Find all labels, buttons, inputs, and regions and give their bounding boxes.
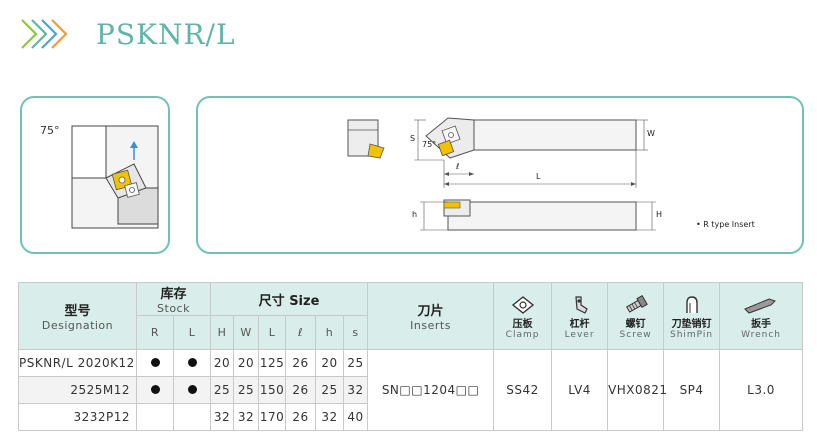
clamp-cell: SS42 <box>493 349 553 431</box>
inserts-header: 刀片 Inserts <box>367 282 495 350</box>
lever-icon <box>574 295 588 314</box>
wrench-icon <box>744 297 776 314</box>
size-cell: 20 <box>315 349 345 377</box>
tool-position-diagram: 75° <box>20 96 170 254</box>
designation-cell: 3232P12 <box>18 403 137 431</box>
size-W-header: W <box>233 315 260 350</box>
size-ell-header: ℓ <box>285 315 317 350</box>
angle-label: 75° <box>40 124 60 137</box>
tool-dimension-diagram: S 75° W ℓ L h H • R type Insert <box>196 96 804 254</box>
designation-header: 型号 Designation <box>18 282 137 350</box>
shim-pin-icon <box>685 295 698 313</box>
size-cell: 25 <box>233 376 260 404</box>
shimpin-cell: SP4 <box>663 349 721 431</box>
stock-l-cell <box>172 349 212 377</box>
dim-l-label: L <box>536 172 541 181</box>
stock-r-header: R <box>136 315 174 350</box>
stock-r-cell <box>136 349 174 377</box>
insert-type-note: • R type Insert <box>696 220 755 229</box>
spec-table: 型号 Designation 库存 Stock 尺寸 Size 刀片 Inser… <box>18 282 804 431</box>
page-header: PSKNR/L <box>18 14 236 54</box>
designation-cell: PSKNR/L 2020K12 <box>18 349 137 377</box>
dim-h-lower-label: h <box>412 210 418 219</box>
designation-cell: 2525M12 <box>18 376 137 404</box>
size-s-header: s <box>343 315 369 350</box>
size-cell: 125 <box>258 349 287 377</box>
dim-w-label: W <box>647 129 655 138</box>
size-cell: 170 <box>258 403 287 431</box>
stock-r-cell <box>136 376 174 404</box>
stock-l-cell <box>172 376 212 404</box>
size-cell: 32 <box>315 403 345 431</box>
workpiece-drawing <box>71 125 159 229</box>
in-stock-dot <box>187 385 197 394</box>
screw-cell: VHX0821 <box>607 349 667 431</box>
in-stock-dot <box>150 358 160 367</box>
shim-pin-header: 刀垫销钉 ShimPin <box>663 282 721 350</box>
lever-header: 杠杆 Lever <box>551 282 609 350</box>
size-cell: 26 <box>285 349 317 377</box>
screw-icon <box>625 294 648 313</box>
in-stock-dot <box>187 358 197 367</box>
screw-header: 螺钉 Screw <box>607 282 665 350</box>
size-cell: 32 <box>343 376 369 404</box>
wrench-cell: L3.0 <box>719 349 804 431</box>
tool-holder-drawing <box>347 117 656 231</box>
size-cell: 32 <box>233 403 260 431</box>
size-cell: 40 <box>343 403 369 431</box>
stock-r-cell <box>136 403 174 431</box>
size-header: 尺寸 Size <box>210 282 369 316</box>
wrench-header: 扳手 Wrench <box>719 282 804 350</box>
size-cell: 26 <box>285 376 317 404</box>
table-row: PSKNR/L 2020K12 20 20 125 26 20 25 SN□□1… <box>18 349 804 431</box>
size-cell: 26 <box>285 403 317 431</box>
size-cell: 20 <box>233 349 260 377</box>
size-cell: 20 <box>210 349 235 377</box>
stock-l-header: L <box>172 315 212 350</box>
size-L-header: L <box>258 315 287 350</box>
size-cell: 25 <box>343 349 369 377</box>
size-cell: 25 <box>210 376 235 404</box>
insert-cell: SN□□1204□□ <box>367 349 495 431</box>
in-stock-dot <box>150 385 160 394</box>
table-row: 3232P12 32 32 170 26 32 40 <box>18 403 803 431</box>
size-cell: 25 <box>315 376 345 404</box>
dim-s-label: S <box>410 134 416 143</box>
size-cell: 32 <box>210 403 235 431</box>
chevron-arrows-icon <box>21 19 68 49</box>
clamp-header: 压板 Clamp <box>493 282 553 350</box>
size-h-header: h <box>315 315 345 350</box>
size-H-header: H <box>210 315 235 350</box>
page-title: PSKNR/L <box>96 17 236 51</box>
size-cell: 150 <box>258 376 287 404</box>
stock-header: 库存 Stock <box>135 282 212 316</box>
dim-ell-label: ℓ <box>456 162 460 171</box>
angle-label-right: 75° <box>422 140 437 149</box>
dim-h-upper-label: H <box>656 210 663 219</box>
clamp-icon <box>511 295 534 314</box>
lever-cell: LV4 <box>551 349 609 431</box>
stock-l-cell <box>172 403 212 431</box>
